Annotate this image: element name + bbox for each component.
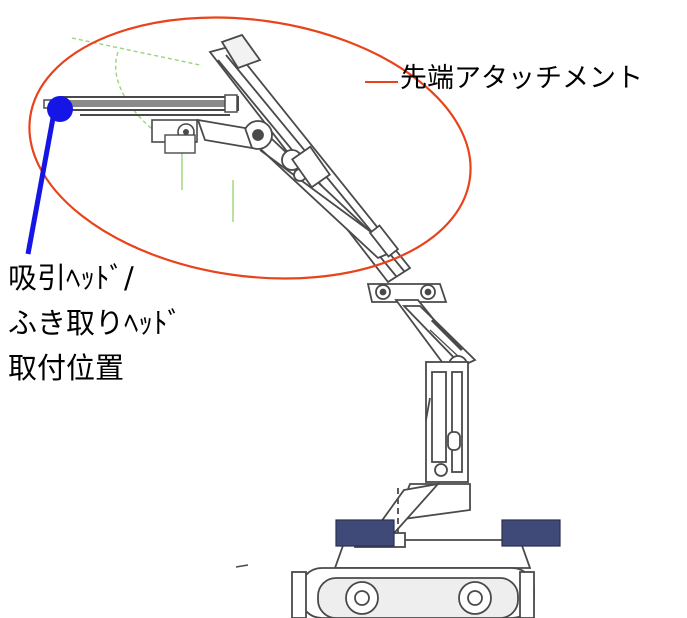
tool-head bbox=[43, 94, 239, 154]
attachment-label: 先端アタッチメント bbox=[400, 63, 643, 94]
right-sensor-box bbox=[501, 519, 561, 547]
pointer-dot bbox=[47, 96, 73, 122]
head-position-label: 吸引ﾍｯﾄﾞ/ ふき取りﾍｯﾄﾞ 取付位置 bbox=[8, 256, 182, 391]
head-position-line-2: ふき取りﾍｯﾄﾞ bbox=[8, 306, 183, 340]
head-position-pointer bbox=[25, 96, 73, 255]
mid-joint bbox=[366, 283, 477, 375]
left-sensor-box bbox=[335, 519, 395, 547]
head-position-line-1: 吸引ﾍｯﾄﾞ/ bbox=[8, 261, 134, 295]
upper-arm bbox=[196, 33, 412, 284]
attachment-highlight-ellipse bbox=[28, 16, 472, 280]
sensor-boxes bbox=[335, 519, 561, 547]
base-chassis bbox=[235, 488, 535, 618]
head-position-line-3: 取付位置 bbox=[8, 351, 125, 385]
lower-arm bbox=[366, 361, 471, 541]
